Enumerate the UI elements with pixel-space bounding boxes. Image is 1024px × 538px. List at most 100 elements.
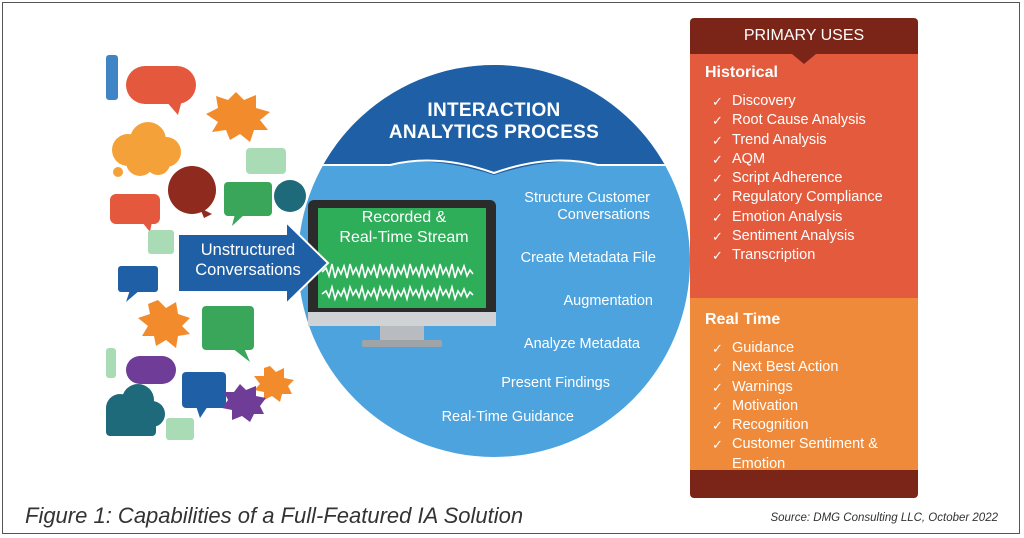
figure-caption: Figure 1: Capabilities of a Full-Feature… [25,503,524,528]
check-icon: ✓ [712,209,723,225]
check-icon: ✓ [712,398,723,414]
burst-bubble-purple [222,384,266,422]
use-item-label: Emotion [732,455,786,472]
use-item-label: Discovery [732,93,796,109]
step-structure: Structure Customer Conversations [470,190,650,224]
burst-bubble-orange [206,92,270,142]
check-icon: ✓ [712,360,723,376]
process-circle-cap [298,65,690,175]
speech-bubble-pale-green [246,148,286,174]
check-icon: ✓ [712,171,723,187]
speech-bubble-blue-edge [106,55,118,100]
burst-bubble-orange-3 [254,366,294,402]
real-time-list: ✓Guidance✓Next Best Action✓Warnings✓Moti… [712,339,878,474]
historical-list: ✓ Discovery ✓ Root Cause Analysis ✓ Trend Ana… [712,92,883,266]
use-item: ✓ Motivation [712,397,878,416]
speech-bubble-mint-bottom [166,418,194,440]
speech-bubble-green [224,182,272,216]
cloud-bubble-teal [106,384,165,436]
step-structure-line1: Structure Customer [524,190,650,206]
use-item-label: Transcription [732,247,816,264]
historical-title: Historical [705,64,778,81]
step-real-time-guidance: Real-Time Guidance [441,409,574,425]
use-item: Emotion [712,455,878,474]
check-icon: ✓ [712,190,723,206]
monitor-icon [308,200,496,347]
use-item: ✓ Guidance [712,339,878,358]
speech-bubble-blue-left [118,266,158,292]
use-item-label: Emotion Analysis [732,208,843,225]
step-present-findings: Present Findings [501,375,610,391]
use-item-label: Guidance [732,340,795,356]
use-item: ✓ Sentiment Analysis [712,227,883,246]
burst-bubble-orange-2 [138,300,190,348]
step-create-metadata: Create Metadata File [520,250,656,266]
waveform-icon [321,263,474,303]
speech-bubble-mint [148,230,174,254]
check-icon: ✓ [712,151,723,167]
speech-bubble-red-small [110,194,160,224]
use-item: ✓ AQM [712,150,883,169]
speech-bubble-purple [126,356,176,384]
use-item: ✓ Transcription [712,246,883,265]
check-icon: ✓ [712,418,723,434]
source-note: Source: DMG Consulting LLC, October 2022 [770,512,998,524]
cloud-bubble-orange [112,122,181,176]
use-item-label: Script Adherence [732,170,843,187]
use-item-label: Customer Sentiment & [732,436,878,453]
process-title-line2: ANALYTICS PROCESS [388,122,600,143]
check-icon: ✓ [712,132,723,148]
check-icon: ✓ [712,248,723,264]
arrow-label: Unstructured Conversations [183,240,313,280]
check-icon: ✓ [712,379,723,395]
primary-uses-header: PRIMARY USES [690,18,918,54]
arrow-right-icon [178,222,330,304]
speech-bubble-teal [274,180,306,212]
use-item: ✓ Discovery [712,92,883,111]
use-item: ✓ Next Best Action [712,358,878,377]
monitor-label: Recorded & Real-Time Stream [318,208,490,248]
use-item-label: Motivation [732,397,799,414]
use-item-label: Recognition [732,417,809,434]
use-item: ✓Customer Sentiment & [712,435,878,454]
monitor-label-line2: Real-Time Stream [339,229,469,246]
historical-section: Historical ✓ Discovery ✓ Root Cause Analysi… [690,54,918,298]
check-icon: ✓ [712,341,723,356]
use-item: ✓ Regulatory Compliance [712,188,883,207]
speech-bubble-blue [182,372,226,408]
use-item-label: Trend Analysis [732,131,827,148]
use-item: ✓ Emotion Analysis [712,208,883,227]
use-item-label: AQM [732,150,766,167]
check-icon: ✓ [712,94,723,109]
monitor-label-line1: Recorded & [361,209,447,226]
use-item: ✓ Recognition [712,416,878,435]
use-item-label: Sentiment Analysis [732,228,855,245]
use-item: ✓ Trend Analysis [712,131,883,150]
speech-bubble-dark-red [168,166,216,214]
use-item: ✓ Root Cause Analysis [712,111,883,130]
step-augmentation: Augmentation [563,293,653,309]
use-item: ✓ Script Adherence [712,169,883,188]
step-structure-line2: Conversations [557,207,650,223]
process-title: INTERACTION ANALYTICS PROCESS [364,100,624,144]
check-icon: ✓ [712,113,723,129]
speech-bubble-red [126,66,196,104]
check-icon: ✓ [712,229,723,245]
step-analyze-metadata: Analyze Metadata [523,336,640,352]
process-title-line1: INTERACTION [427,100,561,121]
real-time-title: Real Time [705,311,781,328]
real-time-section: Real Time ✓ Guidance ✓ Next Best Action ✓War… [690,298,918,486]
primary-uses-panel: PRIMARY USES Historical ✓ Discovery ✓ Root … [690,18,918,498]
use-item-label: Next Best Action [732,359,839,376]
use-item-label: Root Cause Analysis [732,112,866,129]
arrow-label-line2: Conversations [195,261,301,279]
use-item-label: Regulatory Compliance [732,189,883,206]
speech-bubble-green-large [202,306,254,350]
header-notch [792,54,816,64]
arrow-label-line1: Unstructured [200,241,296,259]
panel-footer [690,470,918,498]
speech-bubble-green-edge [106,348,116,378]
use-item: ✓Warnings [712,378,878,397]
